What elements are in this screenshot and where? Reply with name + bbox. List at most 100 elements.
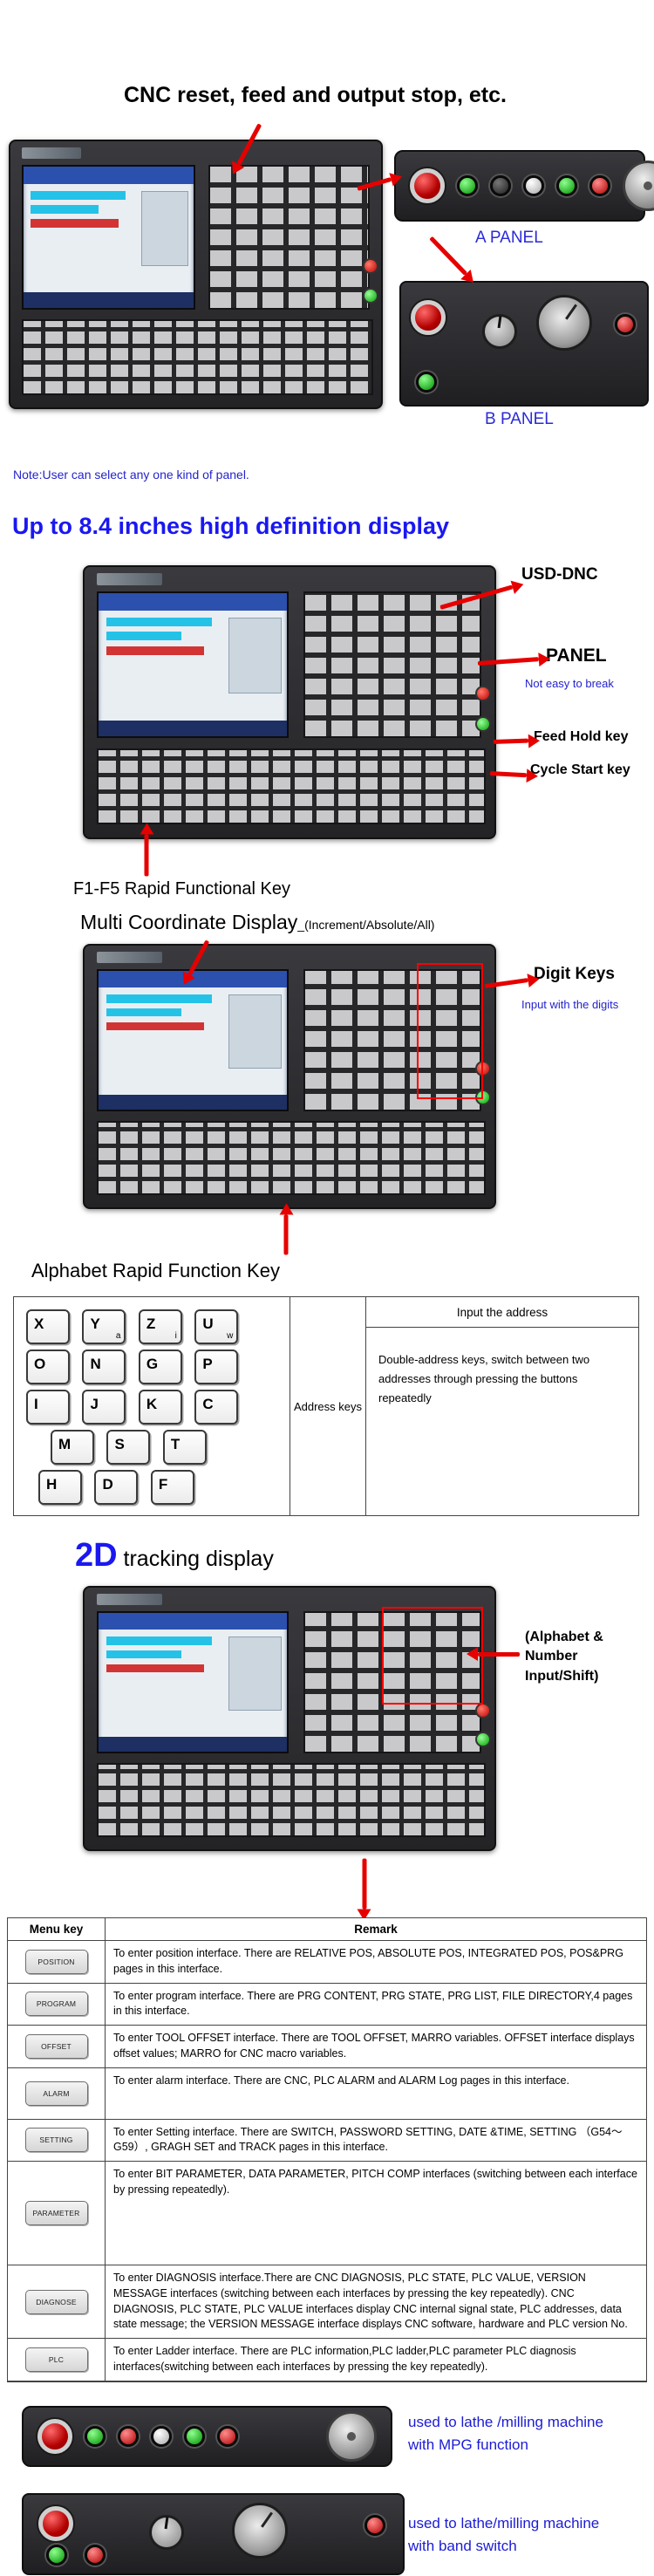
- screen-footer-bar: [99, 721, 288, 737]
- rotary-knob: [482, 314, 518, 350]
- remark-text: To enter alarm interface. There are CNC,…: [113, 2074, 569, 2087]
- screen-side-column: [228, 1636, 282, 1711]
- alphanumeric-callout: (Alphabet & Number Input/Shift): [525, 1630, 603, 1684]
- brand-logo: [97, 1593, 163, 1606]
- keycap: X: [26, 1309, 70, 1344]
- emergency-stop-button: [37, 2419, 72, 2454]
- digit-keys-highlight-box: [417, 963, 483, 1099]
- table-row: ALARM To enter alarm interface. There ar…: [8, 2067, 646, 2120]
- remark-text: To enter position interface. There are R…: [113, 1947, 623, 1975]
- push-button-light: [151, 2426, 172, 2447]
- keycap: K: [138, 1390, 182, 1425]
- cnc-controller-photo-2: [83, 565, 496, 839]
- table-row: OFFSET To enter TOOL OFFSET interface. T…: [8, 2026, 646, 2068]
- remark-text: To enter Setting interface. There are SW…: [113, 2125, 623, 2154]
- keycap: T: [162, 1430, 207, 1465]
- band-switch-dial: [536, 295, 593, 351]
- push-button-green: [46, 2545, 68, 2566]
- keycap: H: [38, 1470, 82, 1505]
- a-panel-photo: [394, 150, 654, 222]
- remark-text: To enter program interface. There are PR…: [113, 1989, 633, 2018]
- emergency-stop-button: [411, 299, 446, 335]
- screen-text-row: [106, 1636, 212, 1645]
- remark-text: To enter TOOL OFFSET interface. There ar…: [113, 2032, 635, 2060]
- menu-key-table: Menu key Remark POSITION To enter positi…: [7, 1917, 647, 2382]
- menu-keycap: OFFSET: [24, 2033, 88, 2059]
- remark-text: To enter DIAGNOSIS interface.There are C…: [113, 2272, 628, 2331]
- feed-hold-label: Feed Hold key: [534, 729, 629, 744]
- coordinate-heading-sub: _(Increment/Absolute/All): [297, 918, 435, 932]
- display-heading: Up to 8.4 inches high definition display: [12, 513, 450, 539]
- menu-key-cell: OFFSET: [8, 2026, 106, 2067]
- table-row: PROGRAM To enter program interface. Ther…: [8, 1983, 646, 2026]
- screen-text-row: [30, 190, 126, 200]
- mpg-handwheel: [623, 161, 654, 211]
- screen-text-row: [30, 219, 119, 228]
- push-button-green: [85, 2426, 106, 2447]
- remark-text: To enter Ladder interface. There are PLC…: [113, 2345, 576, 2373]
- mpg-panel-caption: used to lathe /milling machine with MPG …: [408, 2414, 603, 2454]
- cycle-start-label: Cycle Start key: [530, 762, 630, 777]
- screen-side-column: [228, 617, 282, 694]
- cycle-start-button: [475, 1732, 492, 1747]
- controller-screen: [21, 165, 196, 311]
- rotary-knob: [148, 2515, 184, 2551]
- push-button-green: [184, 2426, 205, 2447]
- keycap: J: [82, 1390, 126, 1425]
- menu-keycap: SETTING: [24, 2128, 88, 2153]
- callout-arrow: [493, 738, 529, 744]
- menu-keycap: PROGRAM: [24, 1992, 88, 2017]
- screen-text-row: [106, 1664, 205, 1673]
- b-panel-label: B PANEL: [485, 410, 554, 428]
- feed-hold-button: [475, 686, 492, 702]
- panel-callout-sub: Not easy to break: [525, 677, 614, 690]
- push-button-red: [217, 2426, 238, 2447]
- cnc-controller-photo-4: [83, 1586, 496, 1851]
- callout-arrow: [362, 1858, 367, 1910]
- callout-arrow: [478, 1652, 520, 1657]
- table-row: SETTING To enter Setting interface. Ther…: [8, 2119, 646, 2162]
- keycap: C: [194, 1390, 239, 1425]
- push-button-red: [615, 314, 637, 336]
- screen-side-column: [228, 994, 282, 1069]
- screen-footer-bar: [99, 1094, 288, 1110]
- cycle-start-button: [475, 715, 492, 732]
- cnc-controller-photo-1: [9, 140, 383, 409]
- menu-key-cell: PARAMETER: [8, 2162, 106, 2265]
- controller-keyboard: [97, 1121, 486, 1195]
- cycle-start-button: [362, 287, 378, 304]
- panel-note: Note:User can select any one kind of pan…: [13, 468, 249, 482]
- feed-hold-button: [475, 1061, 492, 1076]
- push-button-green: [415, 372, 437, 393]
- controller-screen: [97, 1611, 290, 1753]
- controller-keyboard: [97, 1763, 486, 1837]
- menu-keycap: POSITION: [24, 1949, 88, 1974]
- brand-logo: [97, 572, 163, 585]
- mpg-handwheel: [326, 2411, 377, 2462]
- address-keys-cell: Address keys: [290, 1297, 366, 1515]
- coordinate-heading: Multi Coordinate Display_(Increment/Abso…: [80, 911, 434, 934]
- band-switch-caption: used to lathe/milling machine with band …: [408, 2515, 600, 2555]
- band-switch-dial: [232, 2503, 289, 2559]
- screen-footer-bar: [23, 292, 194, 309]
- top-title: CNC reset, feed and output stop, etc.: [124, 83, 507, 107]
- menu-keycap: PLC: [24, 2347, 88, 2372]
- keycap: M: [51, 1430, 94, 1465]
- feed-hold-button: [475, 1703, 492, 1718]
- table-row: PARAMETER To enter BIT PARAMETER, DATA P…: [8, 2162, 646, 2265]
- controller-keyboard: [21, 319, 374, 395]
- controller-keypad: [303, 969, 482, 1111]
- menu-key-cell: SETTING: [8, 2119, 106, 2161]
- menu-keycap: ALARM: [24, 2081, 88, 2106]
- keycap: F: [150, 1470, 194, 1505]
- tracking-heading-rest: tracking display: [117, 1547, 274, 1571]
- screen-text-row: [106, 646, 205, 655]
- screen-side-column: [140, 190, 189, 266]
- coordinate-heading-main: Multi Coordinate Display: [80, 911, 298, 933]
